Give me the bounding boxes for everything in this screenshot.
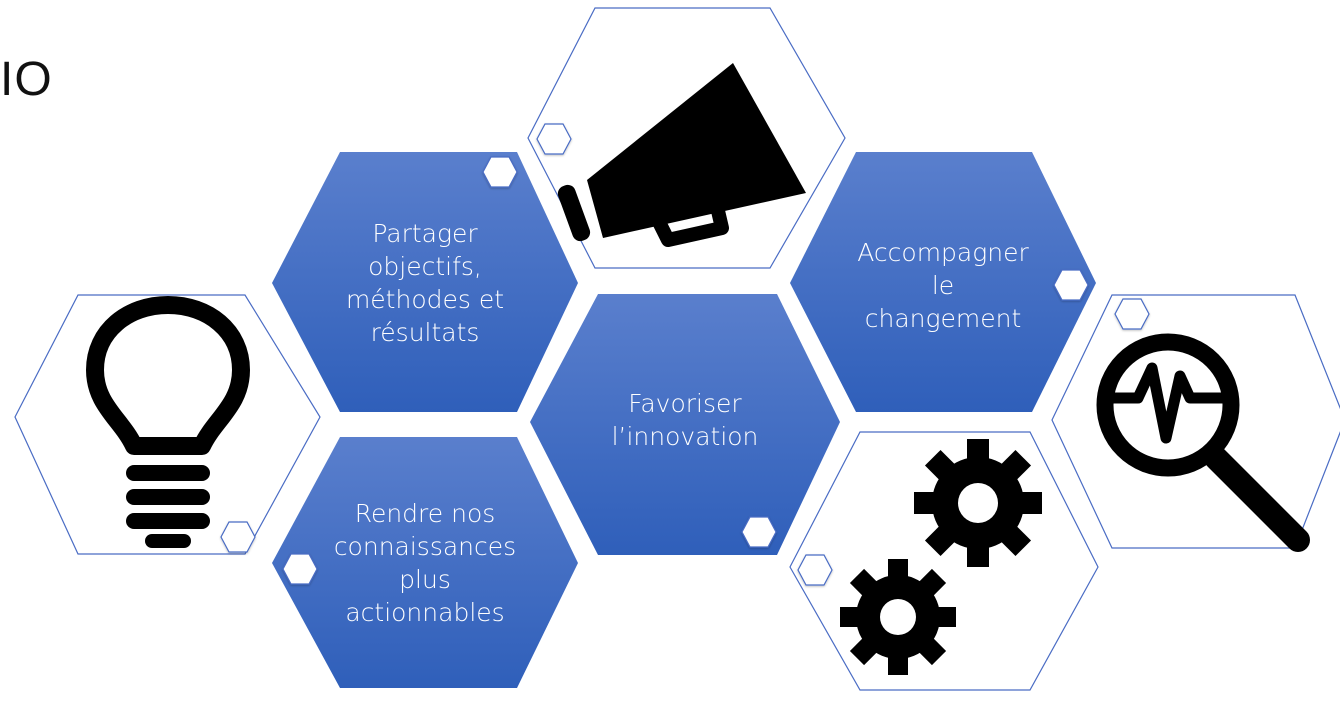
badge-hex-gears	[797, 554, 833, 586]
badge-hex-innovation	[741, 516, 777, 548]
hex-knowledge	[272, 437, 578, 688]
badge-hex-knowledge	[282, 553, 318, 585]
hex-share-label: Partager objectifs, méthodes et résultat…	[345, 218, 505, 347]
megaphone-icon	[557, 63, 806, 247]
magnifier-pulse-icon	[1096, 333, 1310, 552]
badge-hex-lightbulb	[220, 521, 256, 553]
hex-share	[272, 152, 578, 412]
hex-innovation	[530, 294, 840, 555]
hex-knowledge-label: Rendre nos connaissances plus actionnabl…	[333, 498, 517, 627]
lightbulb-icon	[86, 296, 250, 548]
title-fragment: IO	[0, 53, 53, 106]
badge-hex-share	[482, 156, 518, 188]
hex-innovation-label: Favoriser l’innovation	[611, 389, 759, 451]
badge-hex-megaphone	[536, 123, 572, 155]
gears-icon	[840, 439, 1042, 675]
hex-outline-magnifier	[1051, 294, 1340, 549]
hex-change-label: Accompagner le changement	[857, 237, 1029, 333]
badge-hex-change	[1053, 269, 1089, 301]
badge-hex-magnifier	[1114, 298, 1150, 330]
hex-change	[790, 152, 1096, 412]
